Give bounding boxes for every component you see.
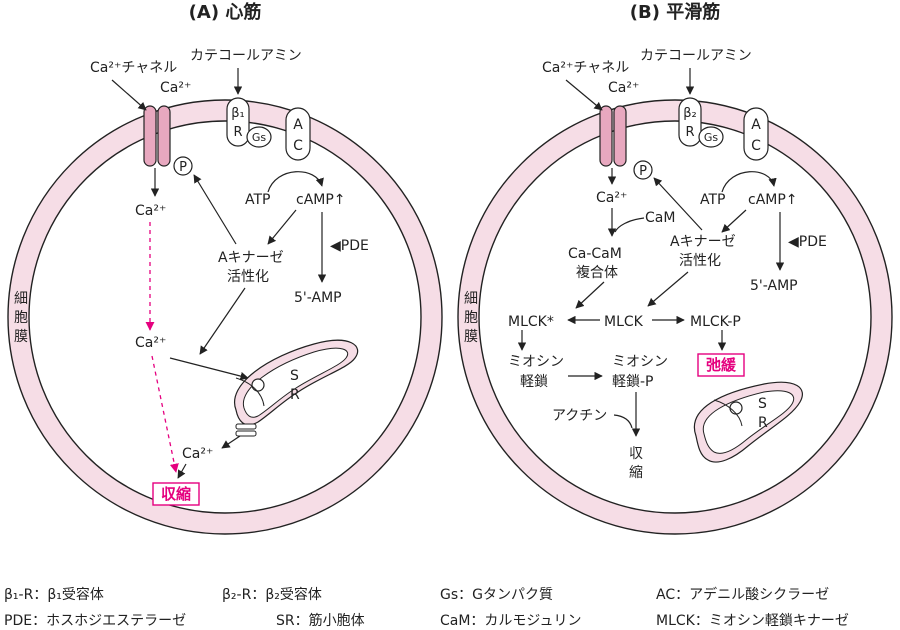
panel-a-title: (A) 心筋 <box>189 1 262 23</box>
panel-a-ac-c: C <box>293 138 303 154</box>
panel-a-ac <box>285 107 311 161</box>
panel-b-akinase-1: Aキナーゼ <box>670 234 736 250</box>
panel-b-membrane-label-2: 胞 <box>464 310 478 326</box>
panel-b-myosin-p-2: 軽鎖-P <box>612 374 654 390</box>
panel-b-gs <box>698 126 724 148</box>
panel-a-sr-s: S <box>290 368 299 384</box>
panel-b-amp: 5'-AMP <box>750 278 798 294</box>
panel-b-atp: ATP <box>700 192 725 208</box>
panel-a-gs <box>246 126 272 148</box>
legend-b2r: β₂-R：β₂受容体 <box>222 587 322 603</box>
panel-a-beta-receptor <box>226 97 250 147</box>
panel-a-membrane-label-3: 膜 <box>14 329 28 345</box>
panel-a-ca-channel <box>143 105 171 167</box>
panel-b-ca-channel-label: Ca²⁺チャネル <box>542 60 629 76</box>
panel-a-ca-channel-label: Ca²⁺チャネル <box>90 60 177 76</box>
panel-a-r-label: R <box>233 125 242 140</box>
panel-a-ca-top: Ca²⁺ <box>160 80 191 96</box>
panel-a-sr-r: R <box>290 387 300 403</box>
panel-a-atp: ATP <box>245 192 270 208</box>
panel-a-sr-inner <box>242 347 348 418</box>
panel-b-contraction-2: 縮 <box>629 465 643 481</box>
panel-b-cacam-2: 複合体 <box>576 264 618 281</box>
panel-a-contraction: 収縮 <box>161 485 191 503</box>
panel-b-relaxation: 弛緩 <box>706 356 737 374</box>
panel-a-phospho <box>173 156 193 176</box>
panel-a-ca-mid: Ca²⁺ <box>135 203 166 219</box>
panel-b-ca-channel <box>599 105 627 167</box>
panel-a-pde: ◀PDE <box>330 238 369 254</box>
panel-a-catecholamine-label: カテコールアミン <box>190 48 302 64</box>
panel-b-membrane-label-1: 細 <box>464 291 478 307</box>
panel-b-ca-mid: Ca²⁺ <box>596 190 627 206</box>
panel-b-ca-top: Ca²⁺ <box>608 80 639 96</box>
panel-b-myosin-1: ミオシン <box>508 354 564 370</box>
panel-b-title: (B) 平滑筋 <box>630 1 720 23</box>
panel-b-ac-c: C <box>751 138 761 154</box>
panel-a-akinase-2: 活性化 <box>227 269 269 285</box>
panel-b: (B) 平滑筋 Ca²⁺チャネル Ca²⁺ カテコールアミン β₂ R Gs A… <box>457 1 893 535</box>
panel-b-contraction-1: 収 <box>629 446 643 462</box>
panel-a-gs-label: Gs <box>252 131 267 144</box>
panel-b-actin: アクチン <box>552 408 607 424</box>
panel-a-camp: cAMP↑ <box>296 192 346 208</box>
panel-b-membrane-label-3: 膜 <box>464 329 478 345</box>
legend-pde: PDE：ホスホジエステラーゼ <box>4 613 187 629</box>
panel-b-catecholamine-label: カテコールアミン <box>640 48 752 64</box>
panel-b-gs-label: Gs <box>704 131 719 144</box>
legend: β₁-R：β₁受容体 β₂-R：β₂受容体 Gs：Gタンパク質 AC：アデニル酸… <box>0 570 900 630</box>
panel-b-r-label: R <box>685 125 694 140</box>
panel-a-ca-bottom: Ca²⁺ <box>182 446 213 462</box>
panel-a-membrane-label-2: 胞 <box>14 310 28 326</box>
panel-b-beta-label: β₂ <box>683 106 697 121</box>
panel-b-cacam-1: Ca-CaM <box>568 246 622 262</box>
panel-a-contraction-box <box>152 482 200 506</box>
panel-a-sr-channel <box>235 423 257 437</box>
panel-b-relaxation-box <box>697 353 745 377</box>
panel-b-sr-s: S <box>758 396 767 412</box>
panel-b-sr-inner <box>702 390 795 454</box>
panel-b-mlck-p: MLCK-P <box>690 314 741 330</box>
panel-b-beta-receptor <box>678 97 702 147</box>
legend-cam: CaM：カルモジュリン <box>440 613 582 629</box>
panel-a-amp: 5'-AMP <box>294 290 342 306</box>
panel-a-membrane-label-1: 細 <box>14 291 28 307</box>
panel-b-myosin-2: 軽鎖 <box>520 374 548 390</box>
panel-b-camp: cAMP↑ <box>748 192 798 208</box>
panel-b-akinase-2: 活性化 <box>679 253 721 269</box>
legend-mlck: MLCK：ミオシン軽鎖キナーゼ <box>656 613 849 629</box>
panel-b-ac <box>743 107 769 161</box>
panel-b-pde: ◀PDE <box>788 234 827 250</box>
panel-a-akinase-1: Aキナーゼ <box>218 250 284 266</box>
panel-b-p-label: P <box>639 164 647 179</box>
panel-b-sr-r: R <box>758 415 768 431</box>
legend-ac: AC：アデニル酸シクラーゼ <box>656 587 830 603</box>
panel-b-ac-a: A <box>751 117 761 133</box>
legend-gs: Gs：Gタンパク質 <box>440 587 553 603</box>
panel-b-mlck: MLCK <box>604 314 644 330</box>
legend-sr: SR：筋小胞体 <box>276 613 365 629</box>
panel-b-cam: CaM <box>645 210 675 226</box>
panel-a-ac-a: A <box>293 117 303 133</box>
panel-b-myosin-p-1: ミオシン <box>612 354 668 370</box>
panel-b-mlck-star: MLCK* <box>508 314 554 330</box>
panel-a-beta-label: β₁ <box>231 106 245 121</box>
legend-b1r: β₁-R：β₁受容体 <box>4 587 104 603</box>
panel-b-phospho <box>633 160 653 180</box>
panel-a-ca-low: Ca²⁺ <box>135 335 166 351</box>
panel-a: (A) 心筋 Ca²⁺チャネル Ca²⁺ カテコールアミン β₁ R Gs A … <box>7 1 443 535</box>
panel-a-p-label: P <box>179 160 187 175</box>
